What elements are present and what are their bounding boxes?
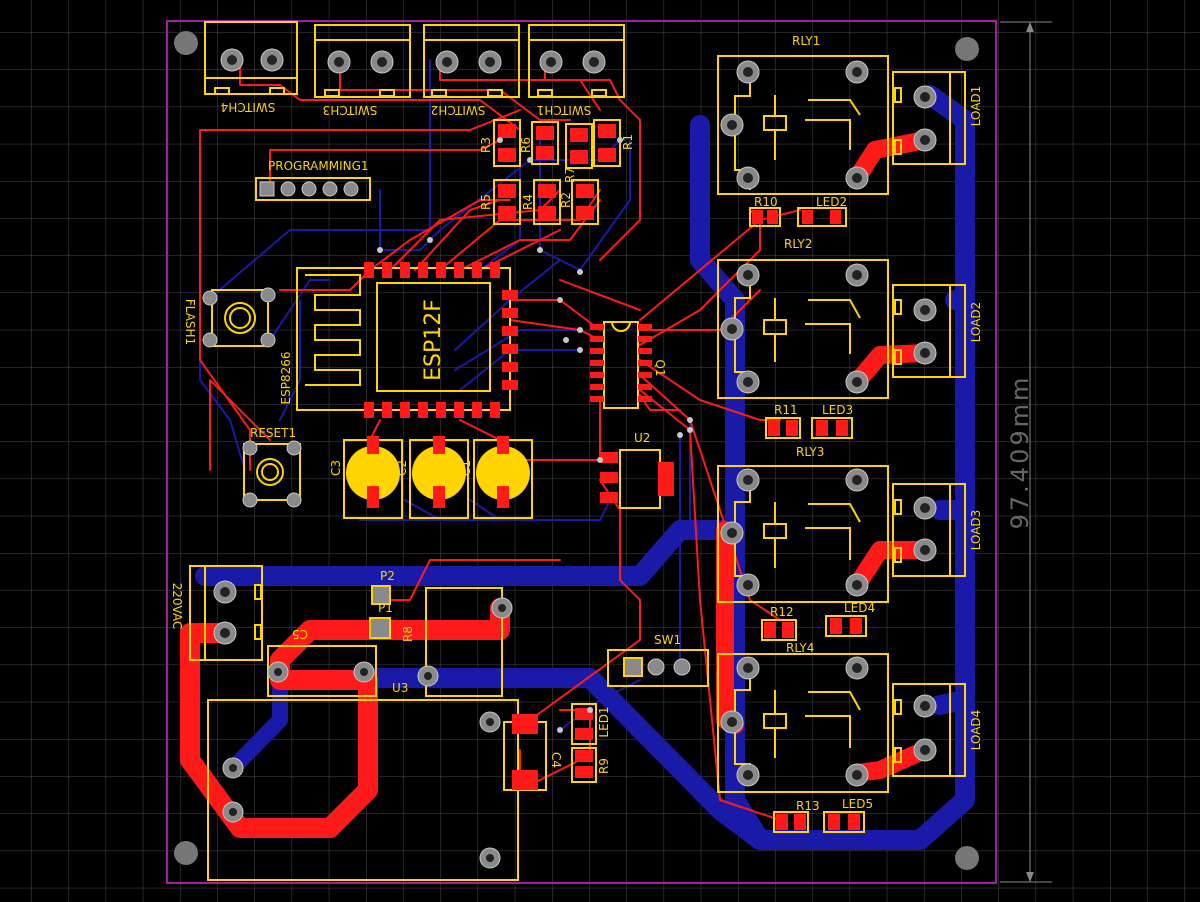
- dimension-label: 97.409mm: [1006, 375, 1034, 530]
- esp8266-module: ESP8266 ESP12F: [279, 262, 518, 418]
- sw1-label: SW1: [654, 633, 681, 647]
- c5-label: C5: [292, 627, 308, 641]
- c2-label: C2: [395, 460, 409, 476]
- r10-led2: R10 LED2: [749, 195, 847, 227]
- dimension-marker: 97.409mm: [1000, 21, 1052, 883]
- led1-label: LED1: [597, 706, 611, 737]
- capacitor-c3: C3: [329, 436, 403, 519]
- switch1-label: SWITCH1: [537, 103, 592, 117]
- c5-capacitor: C5: [267, 627, 377, 697]
- flash-label: FLASH1: [183, 299, 197, 345]
- c3-label: C3: [329, 460, 343, 476]
- r7-label: R7: [563, 167, 577, 183]
- load4-connector: LOAD4: [892, 683, 983, 777]
- mounting-hole: [174, 31, 198, 55]
- load3-label: LOAD3: [969, 510, 983, 551]
- load2-connector: LOAD2: [892, 284, 983, 378]
- programming-label: PROGRAMMING1: [268, 159, 369, 173]
- switch2-label: SWITCH2: [431, 103, 486, 117]
- reset-label: RESET1: [250, 426, 296, 440]
- resistor-cluster: R3 R6 R7 R1 R5 R4 R2: [479, 119, 635, 225]
- switch2-connector: SWITCH2: [423, 24, 520, 117]
- r12-led4: R12 LED4: [761, 601, 875, 641]
- p1-label: P1: [378, 601, 393, 615]
- programming-header: PROGRAMMING1: [255, 159, 371, 201]
- capacitor-c1: C1: [459, 436, 533, 519]
- esp-top-pads: [364, 262, 500, 278]
- r5-label: R5: [479, 194, 493, 210]
- u3-label: U3: [392, 681, 408, 695]
- load1-connector: LOAD1: [892, 71, 983, 165]
- capacitor-c2: C2: [395, 436, 469, 519]
- load2-label: LOAD2: [969, 302, 983, 343]
- r1-label: R1: [621, 134, 635, 150]
- switch1-connector: SWITCH1: [528, 24, 625, 117]
- c4-capacitor: C4: [503, 714, 563, 791]
- test-points: P2 P1: [369, 569, 395, 639]
- relay-rly4: RLY4: [717, 641, 889, 793]
- switch4-connector: SWITCH4: [204, 21, 298, 114]
- c4-label: C4: [549, 752, 563, 768]
- led5-label: LED5: [842, 797, 873, 811]
- rly3-label: RLY3: [796, 445, 824, 459]
- r3-label: R3: [479, 137, 493, 153]
- flash-button: FLASH1: [183, 287, 276, 348]
- r13-label: R13: [796, 799, 820, 813]
- led3-label: LED3: [822, 403, 853, 417]
- ac-input-label: 220VAC: [170, 583, 184, 630]
- rly1-label: RLY1: [792, 34, 820, 48]
- mounting-holes: [174, 31, 979, 870]
- r13-led5: R13 LED5: [773, 797, 873, 833]
- r12-label: R12: [770, 605, 794, 619]
- led1: LED1: [571, 703, 611, 745]
- board-outline: [166, 20, 997, 884]
- u2-label: U2: [634, 431, 650, 445]
- led2-label: LED2: [816, 195, 847, 209]
- reset-button: RESET1: [242, 426, 302, 508]
- r9-resistor: R9: [571, 747, 611, 783]
- r6-label: R6: [519, 137, 533, 153]
- switch3-connector: SWITCH3: [314, 24, 411, 117]
- u2-regulator: U2: [600, 431, 674, 509]
- rly2-label: RLY2: [784, 237, 812, 251]
- load3-connector: LOAD3: [892, 483, 983, 577]
- r8-resistor: R8: [401, 587, 513, 697]
- switch4-label: SWITCH4: [221, 100, 276, 114]
- load1-label: LOAD1: [969, 86, 983, 127]
- rly4-label: RLY4: [786, 641, 814, 655]
- esp-module-label: ESP8266: [279, 352, 293, 405]
- r11-led3: R11 LED3: [765, 403, 853, 439]
- p2-label: P2: [380, 569, 395, 583]
- r11-label: R11: [774, 403, 798, 417]
- load4-label: LOAD4: [969, 710, 983, 751]
- relay-rly2: RLY2: [717, 237, 889, 399]
- r9-label: R9: [597, 758, 611, 774]
- esp-bottom-pads: [364, 402, 500, 418]
- c1-label: C1: [459, 460, 473, 476]
- r8-label: R8: [401, 626, 415, 642]
- sw1-switch: SW1: [607, 633, 709, 687]
- q1-ic: Q1: [590, 321, 667, 409]
- switch3-label: SWITCH3: [323, 103, 378, 117]
- relay-rly3: RLY3: [717, 445, 889, 603]
- r2-label: R2: [559, 192, 573, 208]
- mounting-hole: [955, 846, 979, 870]
- esp-side-pads: [502, 290, 518, 390]
- r10-label: R10: [754, 195, 778, 209]
- mounting-hole: [174, 841, 198, 865]
- led4-label: LED4: [844, 601, 875, 615]
- mounting-hole: [955, 37, 979, 61]
- u3-power-module: U3: [207, 681, 519, 881]
- relay-rly1: RLY1: [717, 34, 889, 195]
- ac-input-connector: 220VAC: [170, 565, 263, 661]
- vias: [377, 137, 693, 733]
- esp-chip-label: ESP12F: [421, 299, 446, 381]
- r4-label: R4: [521, 194, 535, 210]
- q1-label: Q1: [653, 359, 667, 376]
